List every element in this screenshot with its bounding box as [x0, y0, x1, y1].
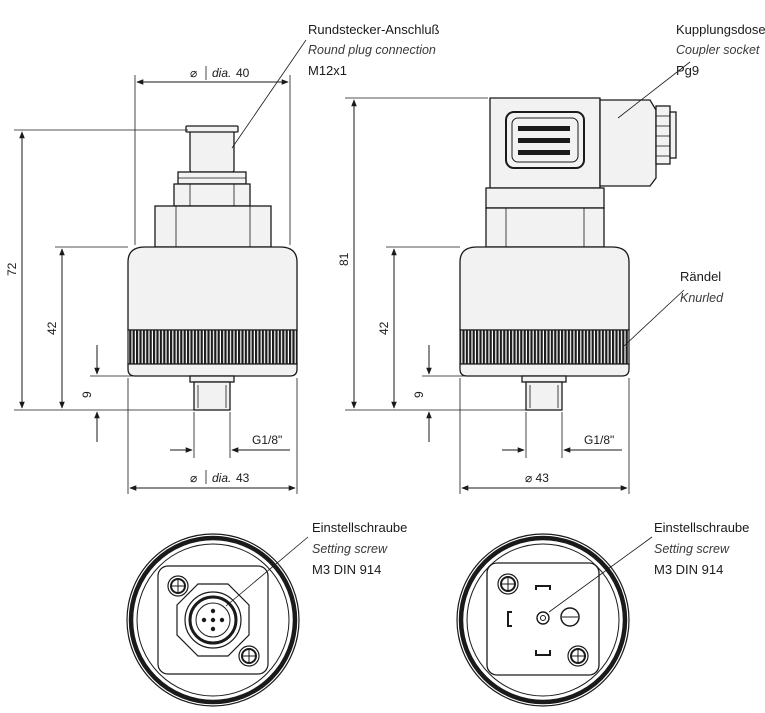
dia-symbol: ⌀	[190, 66, 197, 80]
m12-plug	[189, 129, 235, 173]
coupler-en: Coupler socket	[676, 43, 760, 57]
height-42: 42	[45, 321, 59, 335]
dia43-symbol: ⌀	[190, 471, 197, 485]
cable-gland	[599, 99, 657, 187]
left-sensor-side-view	[127, 125, 298, 411]
setting-screw-left-en: Setting screw	[312, 542, 388, 556]
right-top-view	[456, 533, 653, 707]
setting-screw-left-de: Einstellschraube	[312, 520, 407, 535]
slotted-screw-icon	[560, 607, 580, 627]
socket-screw-icon	[567, 645, 589, 667]
knurled-de: Rändel	[680, 269, 721, 284]
right-dimensions: 81 42 9 G1/8" ⌀ 43	[337, 97, 630, 494]
setting-screw-right-spec: M3 DIN 914	[654, 562, 723, 577]
thread-len-9: 9	[80, 391, 94, 398]
knurled-callout: Rändel Knurled	[623, 269, 724, 347]
hex-body	[154, 205, 272, 248]
round-plug-de: Rundstecker-Anschluß	[308, 22, 440, 37]
knurled-ring-right	[459, 329, 630, 365]
thread-size-right: G1/8"	[584, 433, 614, 447]
left-top-view	[126, 533, 309, 707]
height-42-right: 42	[377, 321, 391, 335]
knurled-ring	[127, 329, 298, 365]
thread-size: G1/8"	[252, 433, 282, 447]
coupler-callout: Kupplungsdose Coupler socket Pg9	[617, 22, 765, 119]
dia43-right: ⌀ 43	[525, 471, 549, 485]
contact-slots-icon	[507, 585, 551, 656]
setting-screw-right-de: Einstellschraube	[654, 520, 749, 535]
knurled-en: Knurled	[680, 291, 724, 305]
round-plug-spec: M12x1	[308, 63, 347, 78]
left-dimensions: ⌀ dia. 40 72 42 9 G1/8" ⌀ dia. 43	[5, 66, 298, 494]
setting-screw-callout-left: Einstellschraube Setting screw M3 DIN 91…	[312, 520, 407, 577]
setting-screw-callout-right: Einstellschraube Setting screw M3 DIN 91…	[654, 520, 749, 577]
main-housing	[127, 246, 298, 331]
round-plug-callout: Rundstecker-Anschluß Round plug connecti…	[231, 22, 440, 149]
coupler-de: Kupplungsdose	[676, 22, 765, 37]
thread-stem-right	[525, 381, 563, 411]
coupler-spec: Pg9	[676, 63, 699, 78]
setting-screw-icon	[536, 611, 550, 625]
setting-screw-right-en: Setting screw	[654, 542, 730, 556]
socket-screw-icon	[497, 573, 519, 595]
hex-body-right	[485, 207, 605, 248]
dia-value: 40	[236, 66, 250, 80]
right-sensor-side-view	[459, 97, 677, 411]
height-72: 72	[5, 262, 19, 276]
round-plug-en: Round plug connection	[308, 43, 436, 57]
dia43-value: 43	[236, 471, 250, 485]
dia43-word: dia.	[212, 471, 231, 485]
connector-pins-icon	[201, 608, 225, 632]
flange-screw-icon	[167, 575, 189, 597]
thread-stem	[193, 381, 231, 411]
flange-screw-icon	[238, 645, 260, 667]
height-81: 81	[337, 252, 351, 266]
main-housing-right	[459, 246, 630, 331]
thread-len-9-right: 9	[412, 391, 426, 398]
dia-word: dia.	[212, 66, 231, 80]
setting-screw-left-spec: M3 DIN 914	[312, 562, 381, 577]
